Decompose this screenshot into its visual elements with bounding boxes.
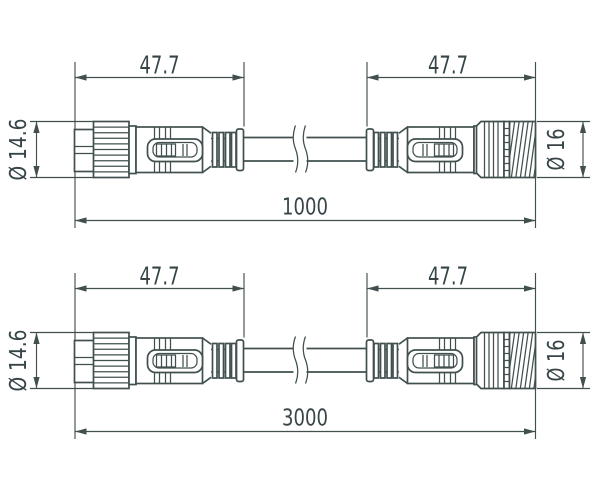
dim-label-total-length: 1000	[282, 195, 328, 221]
drawing-view-1000: 47.7 47.7 Ø 14.6 Ø 16 1000	[6, 51, 590, 229]
dim-label-left-connector-length: 47.7	[140, 51, 180, 80]
dim-label-right-connector-length: 47.7	[428, 262, 468, 291]
dim-label-right-diameter: Ø 16	[544, 340, 570, 382]
dim-label-total-length: 3000	[282, 406, 328, 432]
dim-label-left-diameter: Ø 14.6	[6, 119, 32, 181]
dim-label-left-connector-length: 47.7	[140, 262, 180, 291]
drawing-view-3000: 47.7 47.7 Ø 14.6 Ø 16 3000	[6, 262, 590, 440]
dim-label-right-diameter: Ø 16	[544, 129, 570, 171]
dim-label-left-diameter: Ø 14.6	[6, 330, 32, 392]
dim-label-right-connector-length: 47.7	[428, 51, 468, 80]
